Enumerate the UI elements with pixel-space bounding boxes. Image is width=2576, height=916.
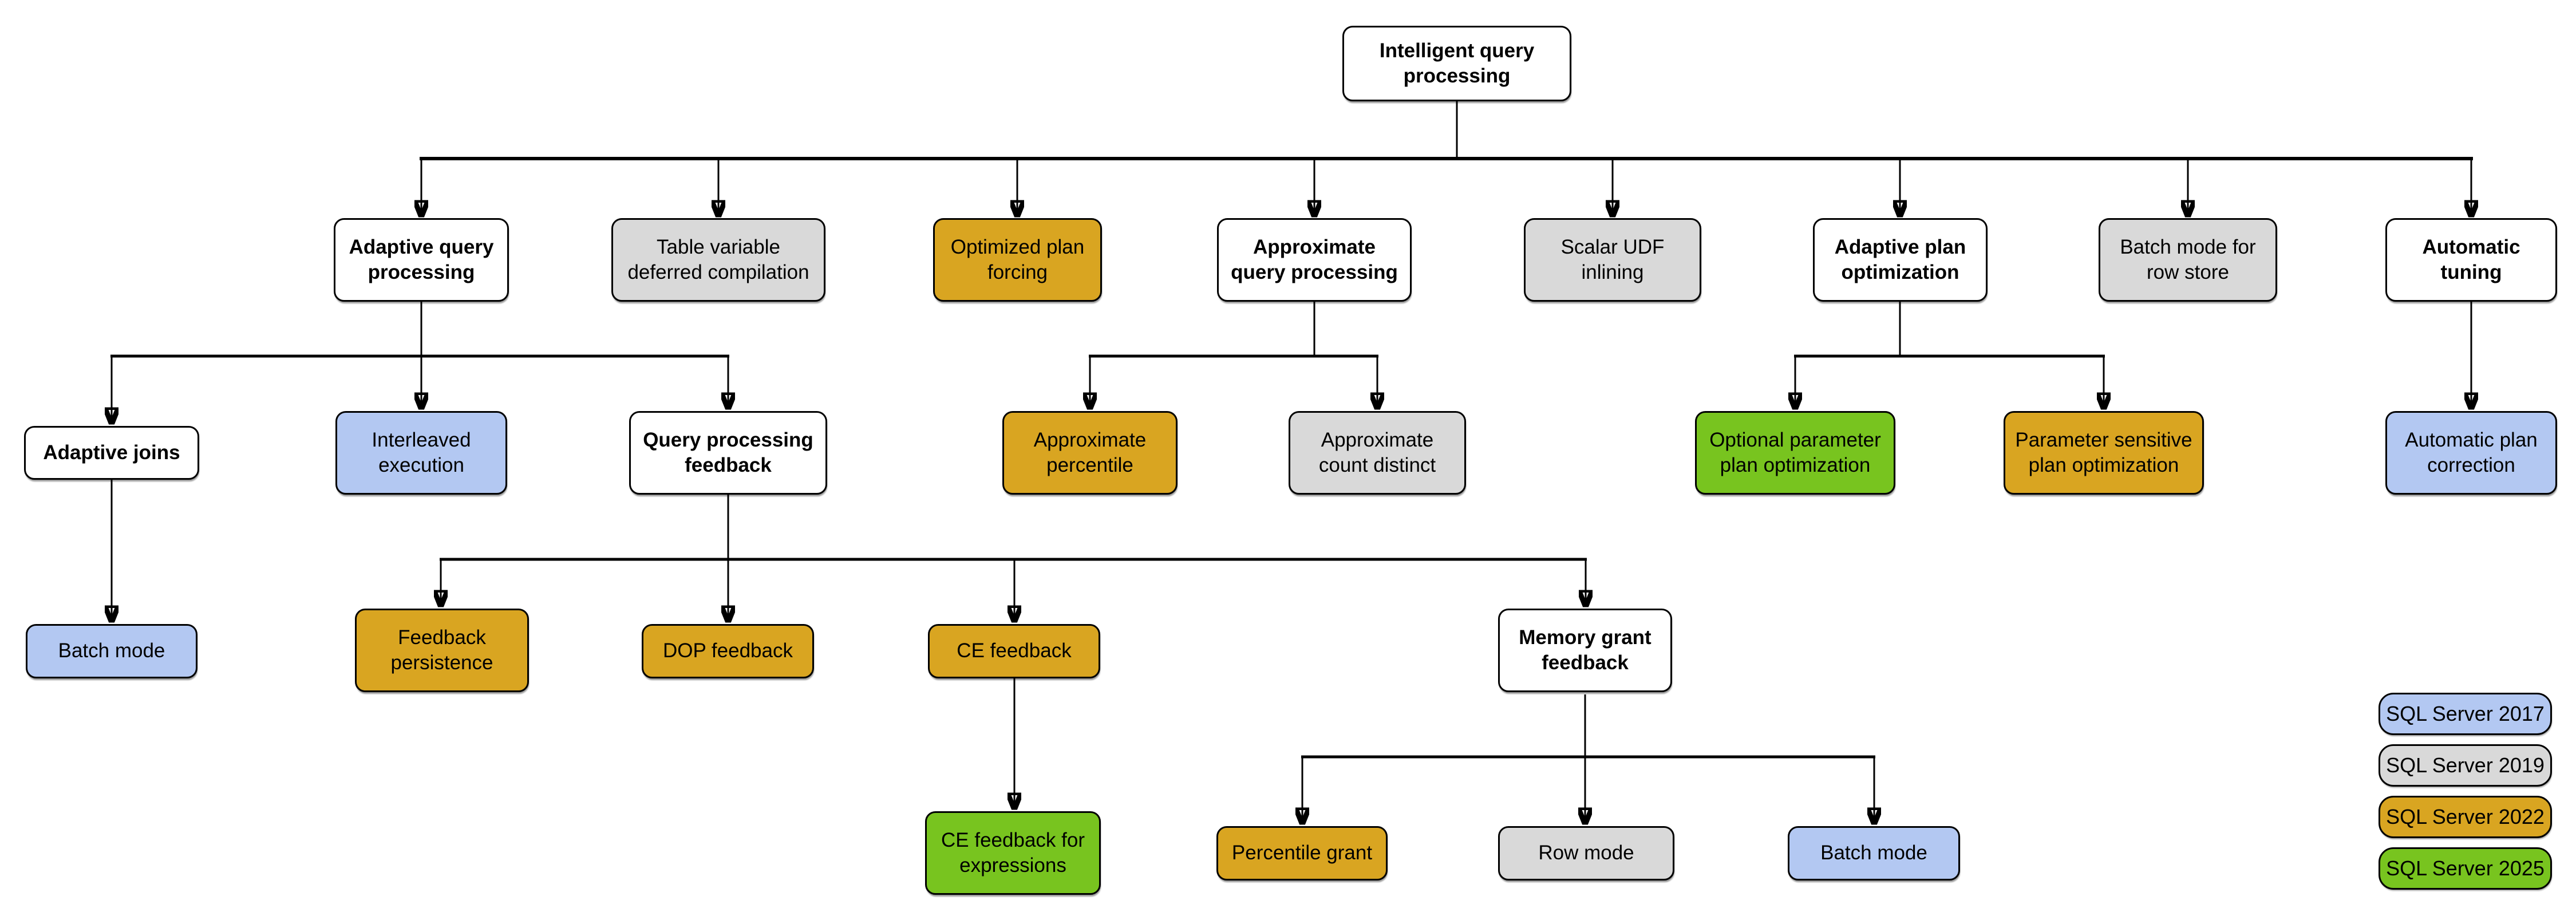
node-approximate-query-processing: Approximate query processing (1217, 218, 1412, 302)
legend-sql-server-2022: SQL Server 2022 (2379, 796, 2552, 838)
node-feedback-persistence: Feedback persistence (355, 609, 529, 692)
node-ce-feedback-for-expressions: CE feedback for expressions (925, 811, 1101, 895)
node-parameter-sensitive-plan-optimization: Parameter sensitive plan optimization (2004, 411, 2204, 495)
node-optimized-plan-forcing: Optimized plan forcing (933, 218, 1102, 302)
node-row-mode: Row mode (1498, 826, 1674, 881)
node-automatic-tuning: Automatic tuning (2385, 218, 2557, 302)
node-adaptive-plan-optimization: Adaptive plan optimization (1813, 218, 1988, 302)
legend-sql-server-2019: SQL Server 2019 (2379, 744, 2552, 787)
node-intelligent-query-processing: Intelligent query processing (1342, 26, 1571, 101)
node-table-variable-deferred-compilation: Table variable deferred compilation (611, 218, 825, 302)
node-automatic-plan-correction: Automatic plan correction (2385, 411, 2557, 495)
node-percentile-grant: Percentile grant (1216, 826, 1388, 881)
node-scalar-udf-inlining: Scalar UDF inlining (1524, 218, 1701, 302)
node-batch-mode-for-row-store: Batch mode for row store (2099, 218, 2277, 302)
node-batch-mode-adaptive-joins: Batch mode (26, 624, 197, 678)
node-memory-grant-feedback: Memory grant feedback (1498, 609, 1672, 692)
node-adaptive-query-processing: Adaptive query processing (334, 218, 509, 302)
node-approximate-percentile: Approximate percentile (1002, 411, 1178, 495)
node-batch-mode-memory-grant: Batch mode (1788, 826, 1960, 881)
legend-sql-server-2017: SQL Server 2017 (2379, 693, 2552, 735)
legend-sql-server-2025: SQL Server 2025 (2379, 847, 2552, 890)
node-interleaved-execution: Interleaved execution (335, 411, 507, 495)
node-ce-feedback: CE feedback (928, 624, 1100, 678)
node-query-processing-feedback: Query processing feedback (629, 411, 827, 495)
node-approximate-count-distinct: Approximate count distinct (1289, 411, 1466, 495)
node-optional-parameter-plan-optimization: Optional parameter plan optimization (1695, 411, 1895, 495)
node-adaptive-joins: Adaptive joins (24, 426, 199, 480)
node-dop-feedback: DOP feedback (642, 624, 814, 678)
